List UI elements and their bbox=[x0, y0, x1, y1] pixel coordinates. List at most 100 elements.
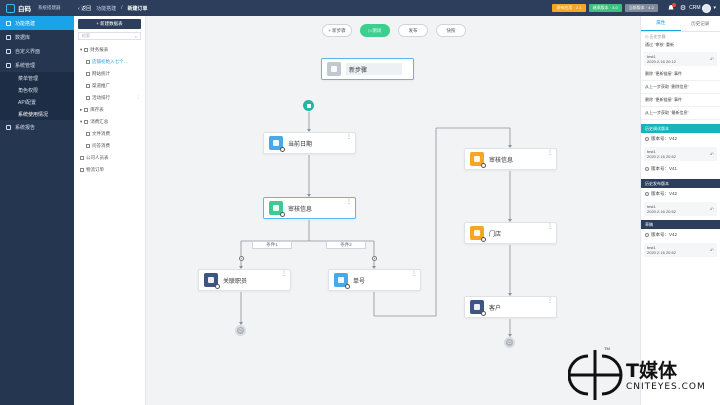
table-icon bbox=[86, 96, 90, 100]
inherit-badge[interactable]: 继承版本 · 3.0 bbox=[588, 4, 622, 12]
chevron-down-icon: ▾ bbox=[80, 47, 83, 52]
radio-icon bbox=[645, 137, 649, 141]
tree-search-input[interactable]: 检索 ⌕ bbox=[78, 32, 141, 40]
step-node-review-info-right[interactable]: 审核信息 ⋮ bbox=[464, 148, 557, 170]
layout-icon bbox=[6, 48, 11, 54]
step-node-customer[interactable]: 客户 ⋮ bbox=[464, 296, 557, 318]
release-badge[interactable]: 发布应用 · 2.1 bbox=[552, 4, 586, 12]
customer-icon bbox=[470, 300, 486, 316]
node-menu-icon[interactable]: ⋮ bbox=[346, 134, 352, 140]
flow-end-icon[interactable]: ⏻ bbox=[235, 325, 246, 336]
order-icon bbox=[334, 273, 350, 289]
tab-history[interactable]: 历史记录 bbox=[691, 20, 710, 26]
add-branch-step-icon[interactable]: + bbox=[372, 256, 377, 261]
tree-item[interactable]: 网站统计 bbox=[74, 68, 145, 80]
brand-name: 白码 bbox=[18, 6, 31, 13]
node-menu-icon[interactable]: ⋮ bbox=[281, 271, 287, 277]
revert-icon[interactable]: ↶ bbox=[709, 248, 714, 254]
breadcrumb-item-build[interactable]: 功能搭建 bbox=[96, 5, 117, 12]
add-step-button[interactable]: + 新步骤 bbox=[322, 24, 352, 37]
logo-icon bbox=[6, 3, 15, 13]
chevron-down-icon: ▾ bbox=[713, 5, 716, 11]
user-menu[interactable]: CRM ▾ bbox=[689, 3, 716, 13]
tree-item[interactable]: 文件消费 bbox=[74, 128, 145, 140]
radio-icon bbox=[645, 233, 649, 237]
version-item[interactable]: 版本号：V42 bbox=[641, 133, 720, 145]
chevron-down-icon: ▾ bbox=[80, 119, 83, 124]
history-line: 删除 "更新链接" 事件 bbox=[641, 94, 720, 107]
sidebar-subitem-roles[interactable]: 角色权限 bbox=[18, 87, 39, 94]
history-entry[interactable]: test1 2020.2.16 20:12 ↶ bbox=[644, 52, 717, 66]
add-branch-step-icon[interactable]: + bbox=[239, 256, 244, 261]
new-step-node[interactable]: 新步骤 bbox=[321, 58, 414, 80]
version-item[interactable]: 版本号：V42 bbox=[641, 188, 720, 200]
sidebar-item-build[interactable]: 功能搭建 bbox=[0, 16, 74, 30]
condition-label-2[interactable]: 条件2 bbox=[326, 241, 366, 249]
radio-icon bbox=[645, 192, 649, 196]
tree-item[interactable]: 公司人员表 bbox=[74, 152, 145, 164]
node-menu-icon[interactable]: ⋮ bbox=[547, 150, 553, 156]
date-icon bbox=[269, 136, 285, 152]
step-node-current-date[interactable]: 当前日期 ⋮ bbox=[263, 132, 356, 154]
sidebar-subitem-api[interactable]: API配置 bbox=[18, 99, 37, 106]
sidebar-item-database[interactable]: 数据库 bbox=[0, 30, 74, 44]
version-item[interactable]: 版本号：V42 bbox=[641, 229, 720, 241]
sidebar-item-system-admin[interactable]: 系统管理 bbox=[0, 58, 74, 72]
revert-icon[interactable]: ↶ bbox=[709, 207, 714, 213]
tree-item[interactable]: 店铺初始入七个... bbox=[74, 56, 145, 68]
notification-bell-icon[interactable] bbox=[665, 2, 677, 14]
step-name-input[interactable]: 新步骤 bbox=[346, 63, 402, 75]
tree-item[interactable]: 活动排行⋮ bbox=[74, 92, 145, 104]
version-item[interactable]: 版本号：V41 bbox=[641, 163, 720, 175]
node-menu-icon[interactable]: ⋮ bbox=[547, 224, 553, 230]
right-panel: 属性 历史记录 ◷ 历史步骤 通过 "审核" 重新 test1 2020.2.1… bbox=[640, 16, 720, 405]
node-menu-icon[interactable]: ⋮ bbox=[411, 271, 417, 277]
flow-canvas[interactable]: + 新步骤 ▷ 测试 发布 快照 新步骤 当前日期 ⋮ 审核信息 ⋮ 条件1 条… bbox=[146, 16, 640, 405]
store-icon bbox=[470, 226, 486, 242]
version-entry[interactable]: test1 2020.2.16 20:52 ↶ bbox=[644, 202, 717, 216]
tree-item[interactable]: 问答消费 bbox=[74, 140, 145, 152]
new-table-button[interactable]: + 新建数据表 bbox=[78, 19, 141, 29]
publish-button[interactable]: 发布 bbox=[398, 24, 428, 37]
more-icon[interactable]: ⋮ bbox=[136, 95, 142, 100]
published-versions-header: 历史发布版本 bbox=[641, 179, 720, 188]
revert-icon[interactable]: ↶ bbox=[709, 57, 714, 63]
tree-folder[interactable]: ▸库存表 bbox=[80, 107, 104, 112]
sidebar-subitem-menu[interactable]: 菜单管理 bbox=[18, 75, 39, 82]
tree-folder[interactable]: ▾财务报表 bbox=[80, 47, 109, 52]
flow-connectors bbox=[239, 112, 512, 337]
revert-icon[interactable]: ↶ bbox=[709, 152, 714, 158]
node-menu-icon[interactable]: ⋮ bbox=[547, 298, 553, 304]
app-logo[interactable]: 白码 系统搭建器 bbox=[0, 0, 74, 16]
condition-label-1[interactable]: 条件1 bbox=[252, 241, 292, 249]
table-icon bbox=[86, 132, 90, 136]
breadcrumb: ‹ 返回 功能搭建 / 新建订单 bbox=[78, 5, 148, 12]
notification-dot bbox=[671, 3, 676, 7]
flow-end-icon[interactable]: ⏻ bbox=[504, 337, 515, 348]
version-entry[interactable]: test1 2020.2.16 20:52 ↶ bbox=[644, 147, 717, 161]
flow-start-icon[interactable] bbox=[303, 100, 314, 111]
tree-folder[interactable]: ▾消费汇总 bbox=[80, 119, 109, 124]
tab-properties[interactable]: 属性 bbox=[641, 16, 681, 31]
test-button[interactable]: ▷ 测试 bbox=[360, 24, 390, 37]
tree-item[interactable]: 物流订单 bbox=[74, 164, 145, 176]
step-node-related-staff[interactable]: 关联职员 ⋮ bbox=[198, 269, 291, 291]
gear-icon bbox=[6, 62, 11, 68]
step-node-order-number[interactable]: 单号 ⋮ bbox=[328, 269, 421, 291]
back-link[interactable]: ‹ 返回 bbox=[78, 5, 92, 12]
draft-header: 草稿 bbox=[641, 220, 720, 229]
tree-item[interactable]: 渠道推广 bbox=[74, 80, 145, 92]
sidebar-subitem-usage[interactable]: 系统使用情况 bbox=[18, 111, 49, 118]
sidebar-item-custom-ui[interactable]: 自定义界面 bbox=[0, 44, 74, 58]
step-node-store[interactable]: 门店 ⋮ bbox=[464, 222, 557, 244]
sidebar-item-report[interactable]: 系统报告 bbox=[0, 120, 74, 134]
node-menu-icon[interactable]: ⋮ bbox=[346, 199, 352, 205]
step-node-review-info[interactable]: 审核信息 ⋮ bbox=[263, 197, 356, 219]
snapshot-button[interactable]: 快照 bbox=[436, 24, 466, 37]
build-icon bbox=[6, 20, 11, 26]
version-badge[interactable]: 当前版本 · 4.2 bbox=[624, 4, 658, 12]
history-line: 从上一步获取 "删除信息" bbox=[641, 81, 720, 94]
history-heading: ◷ 历史步骤 bbox=[645, 34, 666, 39]
settings-gear-icon[interactable]: ⚙ bbox=[679, 5, 687, 12]
version-entry[interactable]: test1 2020.2.16 20:52 ↶ bbox=[644, 243, 717, 257]
